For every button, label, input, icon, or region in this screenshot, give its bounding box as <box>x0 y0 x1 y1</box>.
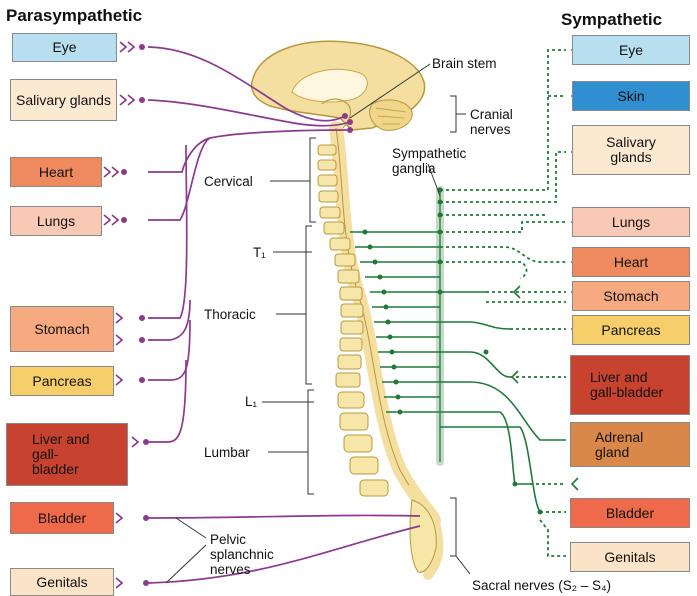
symp-organ-heart: Heart <box>572 247 690 277</box>
para-organ-eye: Eye <box>12 33 117 62</box>
para-organ-label: Lungs <box>37 214 75 229</box>
symp-organ-stomach: Stomach <box>572 281 690 311</box>
brain-drawing <box>252 41 425 130</box>
symp-organ-label: Stomach <box>603 289 658 304</box>
pelvic-splanchnic-label: Pelvic splanchnic nerves <box>210 532 290 577</box>
para-organ-genitals: Genitals <box>10 568 114 596</box>
sacral-nerves-label: Sacral nerves (S₂ – S₄) <box>472 578 611 593</box>
t1-label: T₁ <box>253 245 266 260</box>
symp-organ-label: Lungs <box>612 215 650 230</box>
symp-organ-label: Genitals <box>604 550 655 565</box>
para-organ-label: Pancreas <box>32 374 91 389</box>
l1-label: L₁ <box>245 394 257 409</box>
symp-organ-label: Pancreas <box>601 323 660 338</box>
symp-organ-skin: Skin <box>572 81 690 111</box>
para-organ-salivary-glands: Salivary glands <box>10 79 117 121</box>
symp-organ-label: Skin <box>617 89 644 104</box>
sympathetic-splanchnic <box>440 292 566 512</box>
cervical-label: Cervical <box>204 174 253 189</box>
symp-organ-label: Liver and gall-bladder <box>590 370 670 400</box>
thoracic-label: Thoracic <box>204 307 256 322</box>
para-organ-heart: Heart <box>10 157 102 187</box>
brain-stem-label: Brain stem <box>432 56 497 71</box>
para-organ-label: Heart <box>39 165 73 180</box>
cranial-nerves-label: Cranial nerves <box>470 107 540 137</box>
lumbar-label: Lumbar <box>204 445 250 460</box>
symp-organ-label: Eye <box>619 43 643 58</box>
para-organ-liver: Liver and gall-bladder <box>6 423 128 486</box>
sympathetic-ganglia-label: Sympathetic ganglia <box>392 146 472 176</box>
symp-organ-label: Adrenal gland <box>595 430 665 460</box>
symp-organ-liver: Liver and gall-bladder <box>570 355 690 415</box>
symp-organ-adrenal: Adrenal gland <box>570 422 690 467</box>
para-organ-lungs: Lungs <box>10 206 102 236</box>
para-organ-stomach: Stomach <box>10 306 114 352</box>
para-organ-label: Genitals <box>36 575 87 590</box>
para-organ-label: Stomach <box>34 322 89 337</box>
para-organ-pancreas: Pancreas <box>10 366 114 396</box>
symp-organ-label: Salivary glands <box>596 135 666 165</box>
symp-organ-genitals: Genitals <box>570 542 690 572</box>
sympathetic-ganglion-dots <box>363 188 543 515</box>
para-organ-label: Eye <box>52 40 76 55</box>
para-organ-label: Bladder <box>38 511 86 526</box>
symp-organ-eye: Eye <box>572 35 690 65</box>
para-organ-label: Liver and gall-bladder <box>32 432 102 477</box>
symp-organ-bladder: Bladder <box>570 498 690 528</box>
symp-organ-pancreas: Pancreas <box>572 315 690 345</box>
symp-organ-label: Heart <box>614 255 648 270</box>
symp-organ-label: Bladder <box>606 506 654 521</box>
para-organ-bladder: Bladder <box>10 502 114 534</box>
symp-organ-lungs: Lungs <box>572 207 690 237</box>
para-organ-label: Salivary glands <box>16 93 111 108</box>
symp-organ-salivary-glands: Salivary glands <box>572 125 690 175</box>
